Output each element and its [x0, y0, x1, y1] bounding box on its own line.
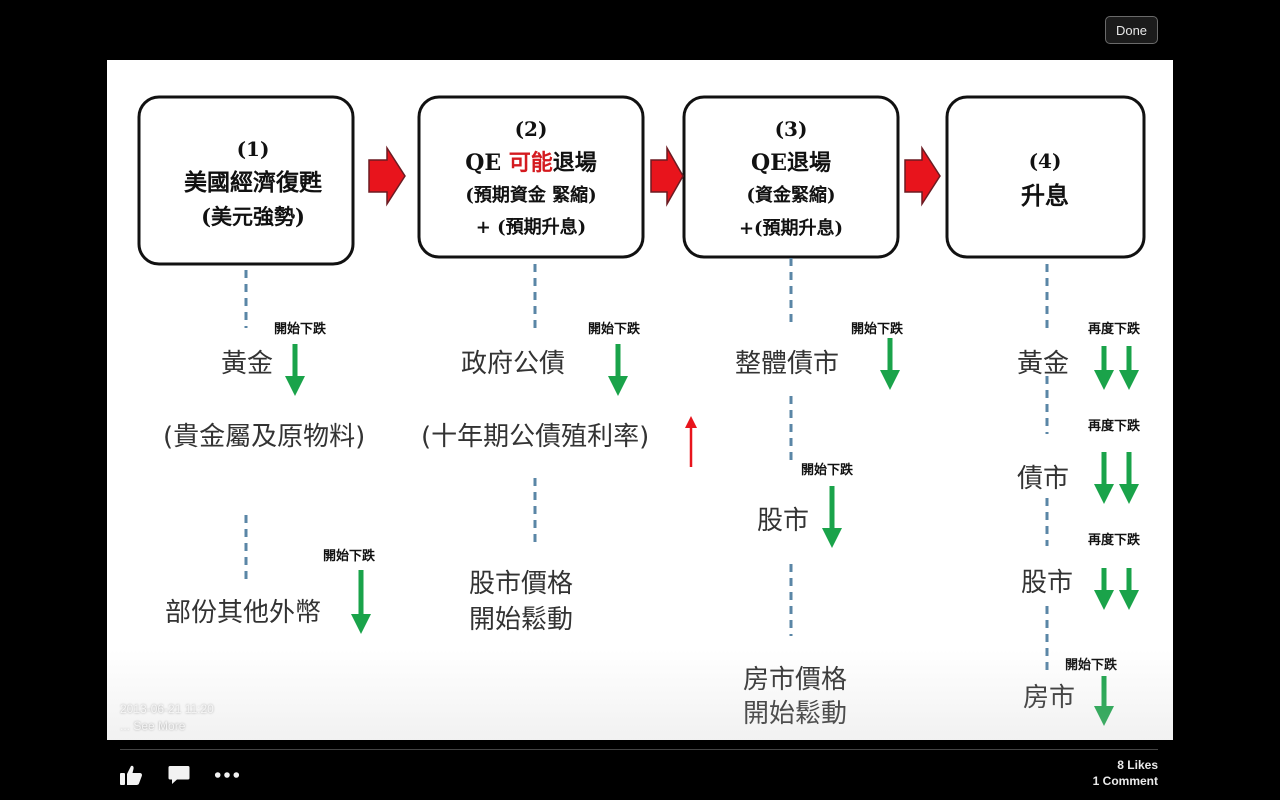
stage-3-sub: (資金緊縮)	[746, 184, 835, 206]
more-icon[interactable]	[214, 762, 240, 788]
stage-4-number: (4)	[1029, 149, 1062, 173]
stage-box-3	[682, 95, 900, 259]
col4-housing: 房市	[1023, 683, 1075, 713]
col4-gold: 黃金	[1017, 349, 1069, 379]
see-more-link[interactable]: ... See More	[120, 719, 186, 733]
stage-3-number: (3)	[775, 117, 808, 141]
stage-3-sub2: +(預期升息)	[739, 217, 843, 239]
comments-count[interactable]: 1 Comment	[1092, 774, 1158, 788]
col3-bond-market: 整體債市	[735, 349, 839, 379]
like-icon[interactable]	[118, 762, 144, 788]
col3-start-fall-1: 開始下跌	[851, 321, 904, 337]
col3-housing-line1: 房市價格	[743, 665, 847, 695]
likes-count[interactable]: 8 Likes	[1117, 758, 1158, 772]
col4-start-fall-4: 開始下跌	[1065, 657, 1118, 673]
col2-10yr-yield: (十年期公債殖利率)	[421, 422, 649, 452]
post-date: 2013-06-21 11:20	[120, 702, 214, 716]
post-stats: 8 Likes 1 Comment	[1093, 757, 1158, 789]
stage-box-4	[945, 95, 1146, 259]
stage-1-number: (1)	[237, 137, 270, 161]
stage-2-sub2: + (預期升息)	[476, 216, 586, 238]
col2-stock-price-line1: 股市價格	[469, 569, 573, 599]
flow-arrow-2	[650, 145, 684, 207]
flow-arrow-1	[368, 145, 406, 207]
stage-4-title: 升息	[1021, 181, 1069, 210]
col1-start-fall-1: 開始下跌	[274, 321, 327, 337]
stage-2-number: (2)	[515, 117, 548, 141]
col4-again-fall-1: 再度下跌	[1088, 321, 1141, 337]
stage-1-sub: (美元強勢)	[201, 204, 305, 229]
stage-2-sub: (預期資金 緊縮)	[465, 184, 596, 206]
col2-stock-price-line2: 開始鬆動	[469, 605, 573, 635]
stage-1-title: 美國經濟復甦	[184, 169, 323, 196]
comment-icon[interactable]	[166, 762, 192, 788]
stage-3-title: QE退場	[751, 150, 831, 176]
col3-stock-market: 股市	[757, 506, 809, 536]
col2-up-arrow-head	[685, 416, 697, 428]
photo-viewer: (1) 美國經濟復甦 (美元強勢) (2) QE 可能退場 (預期資金 緊縮) …	[107, 60, 1173, 740]
col3-housing-line2: 開始鬆動	[743, 699, 847, 729]
col1-start-fall-2: 開始下跌	[323, 548, 376, 564]
done-button[interactable]: Done	[1105, 16, 1158, 44]
action-toolbar	[118, 760, 240, 790]
col2-start-fall-1: 開始下跌	[588, 321, 641, 337]
col4-stock-market: 股市	[1021, 568, 1073, 598]
flow-arrow-3	[904, 145, 941, 207]
col4-again-fall-2: 再度下跌	[1088, 418, 1141, 434]
col1-gold: 黃金	[221, 349, 273, 379]
stage-box-2	[417, 95, 645, 259]
col4-again-fall-3: 再度下跌	[1088, 532, 1141, 548]
dashed-connectors	[244, 258, 1049, 670]
stage-box-1	[137, 95, 355, 266]
col3-start-fall-2: 開始下跌	[801, 462, 854, 478]
flow-diagram: (1) 美國經濟復甦 (美元強勢) (2) QE 可能退場 (預期資金 緊縮) …	[137, 95, 1146, 729]
col2-gov-bonds: 政府公債	[461, 349, 565, 379]
divider	[120, 749, 1158, 750]
stage-2-title: QE 可能退場	[465, 150, 597, 176]
col4-bond-market: 債市	[1017, 464, 1069, 494]
col1-precious-metals: (貴金屬及原物料)	[163, 422, 365, 452]
col1-other-currencies: 部份其他外幣	[165, 598, 321, 628]
